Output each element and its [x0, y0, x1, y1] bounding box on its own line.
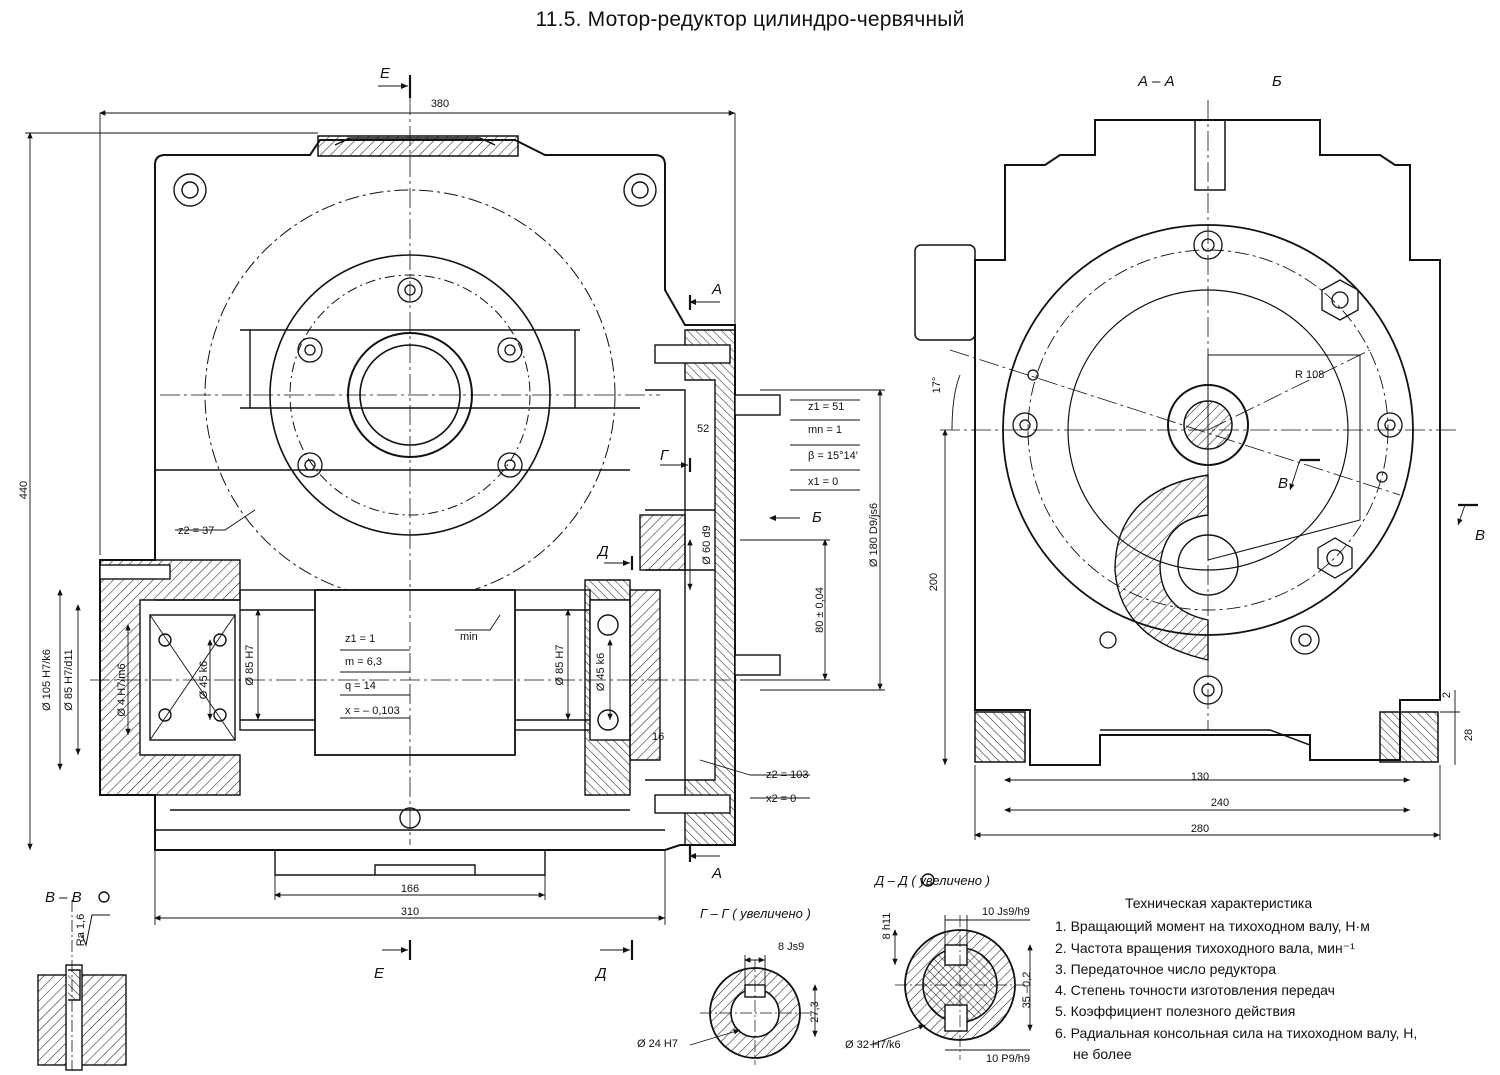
detail-vv	[37, 891, 127, 1071]
dim-28: 28	[1463, 729, 1475, 741]
dim-166: 166	[401, 883, 419, 895]
spec-item: 6. Радиальная консольная сила на тихоход…	[1055, 1024, 1418, 1041]
detail-dd	[869, 873, 1033, 1060]
dim-45-left: Ø 45 k6	[198, 661, 210, 700]
spec-item: 3. Передаточное число редуктора	[1055, 960, 1276, 977]
detail-gg-title: Г – Г ( увеличено )	[700, 906, 811, 921]
spec-item: 2. Частота вращения тихоходного вала, ми…	[1055, 939, 1355, 956]
dim-80: 80 ± 0,04	[814, 587, 826, 633]
param-z1: z1 = 51	[808, 401, 844, 413]
centerlines-front	[90, 95, 760, 845]
param-mn: mn = 1	[808, 424, 842, 436]
dim-200: 200	[928, 573, 940, 591]
dim-85-right: Ø 85 H7	[554, 645, 566, 686]
dim-380: 380	[431, 98, 449, 110]
section-D: Д	[596, 543, 609, 560]
section-B-arrow: Б	[812, 509, 822, 526]
detail-dd-8h11: 8 h11	[881, 913, 893, 940]
param-beta: β = 15°14′	[808, 450, 858, 462]
detail-dd-title: Д – Д ( увеличено )	[873, 873, 990, 888]
spec-item: 4. Степень точности изготовления передач	[1055, 982, 1335, 999]
centerlines-side	[940, 100, 1460, 730]
dim-105: Ø 105 H7/k6	[41, 649, 53, 711]
dim-280: 280	[1191, 823, 1209, 835]
dimensions-side	[942, 374, 1478, 840]
section-V-right: В	[1475, 527, 1485, 544]
detail-vv-ra: Ra 1,6	[75, 914, 87, 946]
view-B: Б	[1272, 73, 1282, 90]
dim-2: 2	[1441, 692, 1453, 698]
section-G: Г	[660, 447, 670, 464]
detail-dd-10p9: 10 P9/h9	[986, 1053, 1030, 1065]
param-m: m = 6,3	[345, 656, 382, 668]
technical-specification: Техническая характеристика 1. Вращающий …	[1055, 893, 1495, 1065]
param-z2-103: z2 = 103	[766, 769, 809, 781]
section-A-top: А	[711, 281, 722, 298]
detail-vv-title: В – В	[45, 889, 82, 906]
detail-gg	[689, 955, 818, 1065]
spec-heading: Техническая характеристика	[1125, 895, 1313, 911]
detail-gg-24: Ø 24 H7	[637, 1038, 678, 1050]
section-marks	[378, 75, 800, 960]
side-view	[914, 119, 1441, 766]
param-x2: x2 = 0	[766, 793, 796, 805]
dim-180: Ø 180 D9/js6	[868, 503, 880, 567]
section-E-top: Е	[380, 65, 391, 82]
detail-gg-8js9: 8 Js9	[778, 941, 804, 953]
param-q: q = 14	[345, 680, 376, 692]
section-D-bottom: Д	[594, 965, 607, 982]
section-A-bottom: А	[711, 865, 722, 882]
dim-85-left: Ø 85 H7	[244, 645, 256, 686]
dim-85-h7d11: Ø 85 H7/d11	[63, 649, 75, 711]
param-worm-z1: z1 = 1	[345, 633, 375, 645]
detail-gg-27: 27,3	[809, 1001, 821, 1022]
dim-17deg: 17°	[931, 377, 943, 394]
param-x1: x1 = 0	[808, 476, 838, 488]
front-view	[99, 135, 781, 876]
spec-item: 1. Вращающий момент на тихоходном валу, …	[1055, 918, 1370, 935]
spec-item: 5. Коэффициент полезного действия	[1055, 1003, 1296, 1020]
dim-45-right: Ø 45 k6	[595, 653, 607, 692]
detail-dd-10js9: 10 Js9/h9	[982, 906, 1030, 918]
detail-dd-32: Ø 32 H7/k6	[845, 1039, 901, 1051]
dimensions-front	[25, 110, 885, 925]
spec-list: 1. Вращающий момент на тихоходном валу, …	[1055, 916, 1495, 1065]
labels: 380 440 166 310 52 16 min 80 ± 0,04 Ø 18…	[18, 65, 1485, 1065]
dim-16: 16	[652, 731, 664, 743]
dim-240: 240	[1211, 797, 1229, 809]
dim-r108: R 108	[1295, 369, 1324, 381]
dim-60: Ø 60 d9	[701, 525, 713, 564]
dim-310: 310	[401, 906, 419, 918]
dim-130: 130	[1191, 771, 1209, 783]
spec-item: не более	[1073, 1046, 1132, 1063]
view-AA: А – А	[1137, 73, 1175, 90]
dim-440: 440	[18, 481, 30, 499]
label-min: min	[460, 631, 478, 643]
param-x: x = – 0,103	[345, 705, 400, 717]
param-z2: z2 = 37	[178, 525, 214, 537]
section-E-bottom: Е	[374, 965, 385, 982]
section-V-left: В	[1278, 475, 1288, 492]
detail-dd-35: 35 –0,2	[1021, 972, 1033, 1009]
dim-4: Ø 4 H7/m6	[116, 663, 128, 716]
drawing-title: 11.5. Мотор-редуктор цилиндро-червячный	[535, 8, 965, 31]
dim-52: 52	[697, 423, 709, 435]
